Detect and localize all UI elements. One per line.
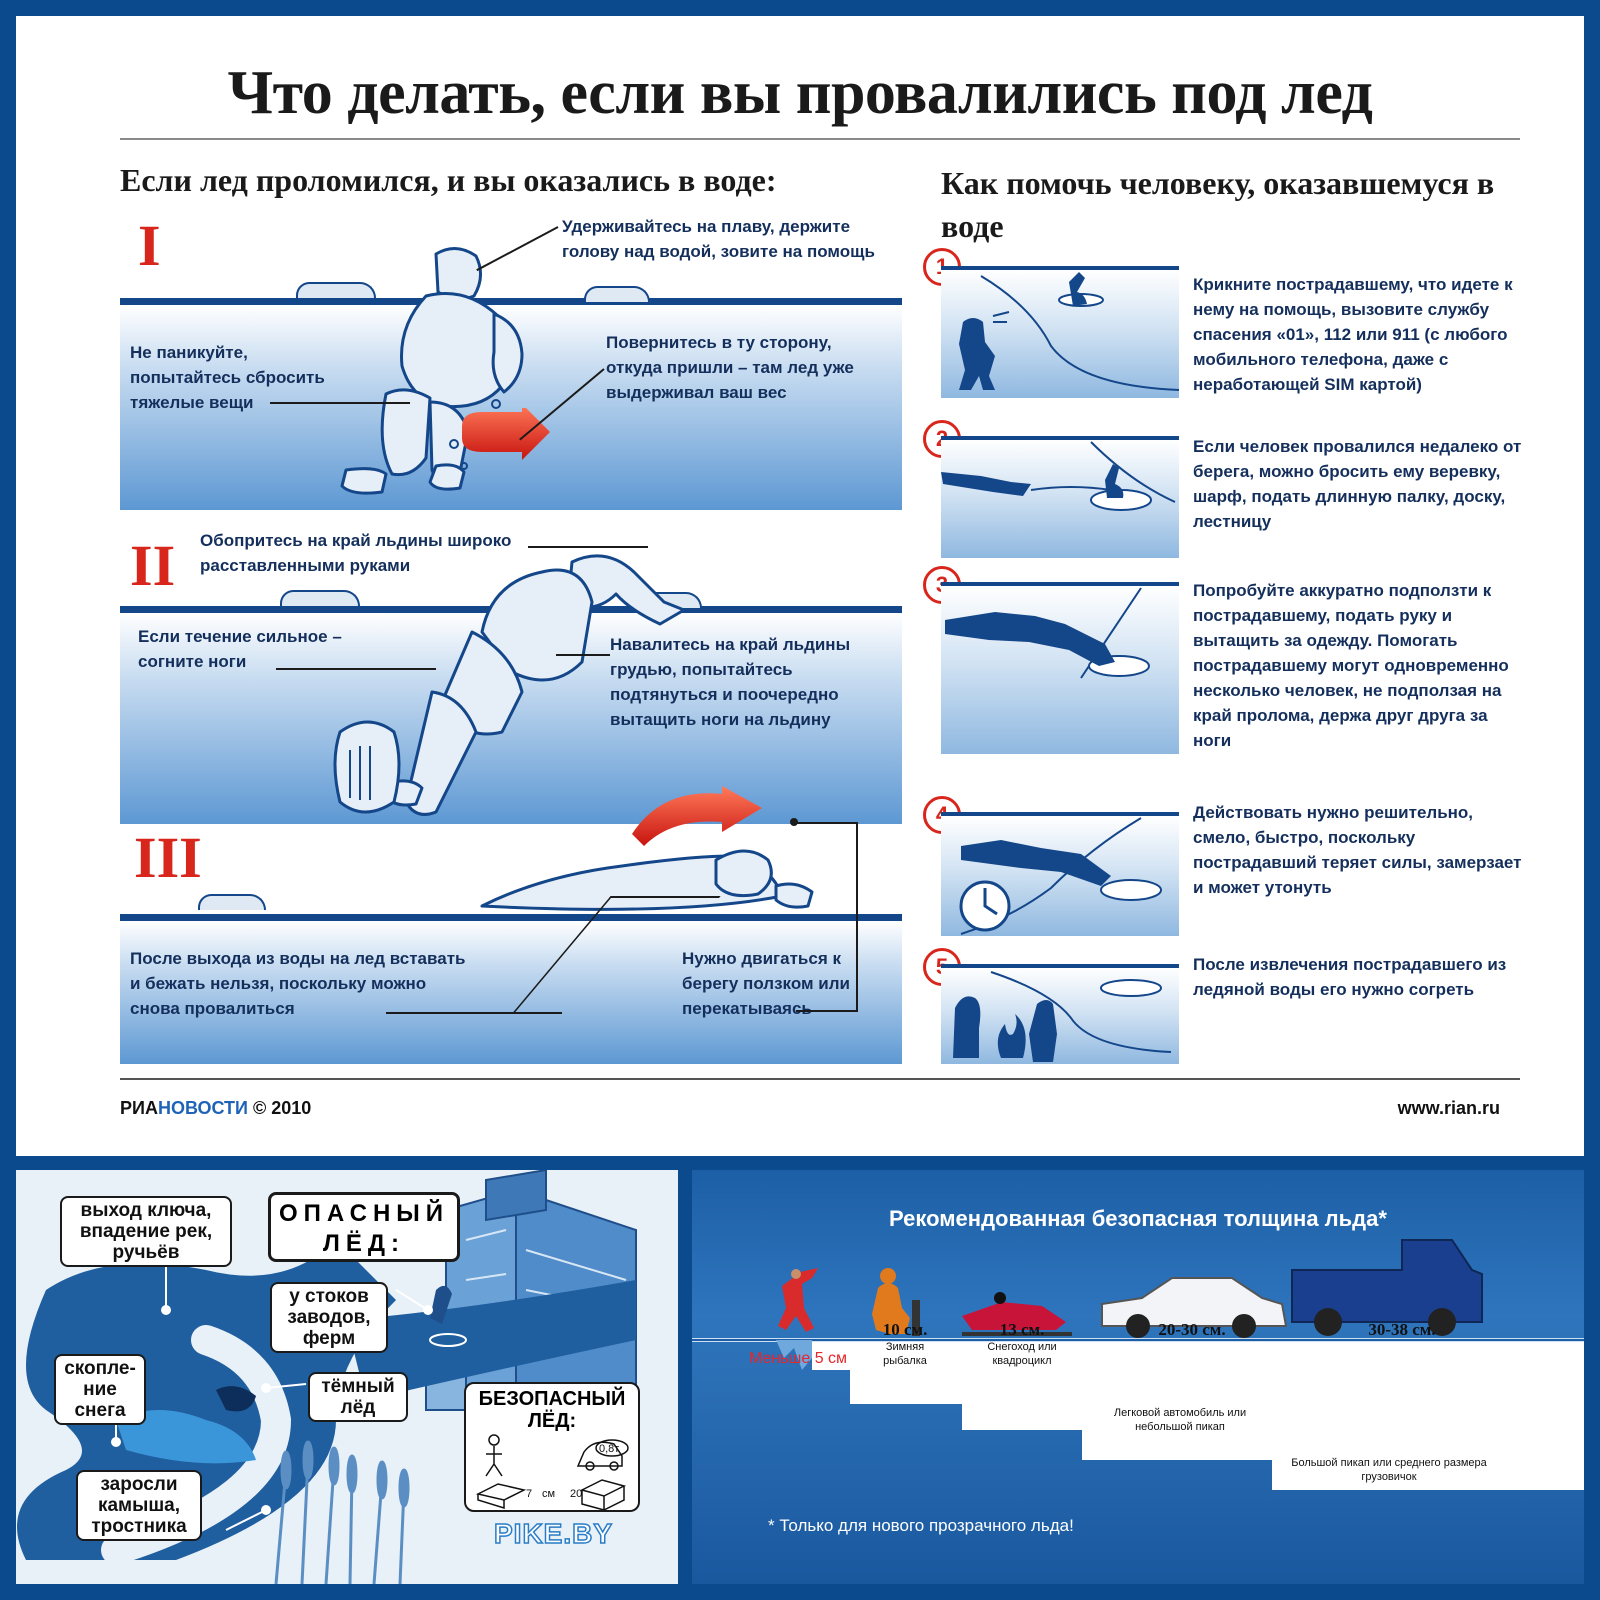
danger-ice-map: ОПАСНЫЙ ЛЁД: выход ключа, впадение рек, … bbox=[16, 1170, 678, 1584]
level-3-value-wrap: 20-30 см. bbox=[1102, 1320, 1282, 1340]
safe-person-thickness: 7 bbox=[526, 1488, 533, 1500]
warming-icon bbox=[953, 971, 1172, 1062]
danger-item-dark-ice: тёмный лёд bbox=[308, 1372, 408, 1422]
step-2-illustration bbox=[941, 436, 1179, 558]
footer-divider bbox=[120, 1078, 1520, 1080]
brand-part-1: РИА bbox=[120, 1098, 158, 1118]
danger-title-line-2: ЛЁД: bbox=[323, 1230, 405, 1257]
step-3-illustration bbox=[941, 582, 1179, 754]
swimmer-figure-icon bbox=[340, 247, 524, 495]
stage-3-water bbox=[120, 914, 902, 1064]
fisherman-icon bbox=[872, 1268, 920, 1336]
safe-unit: см bbox=[542, 1488, 556, 1500]
fast-rescue-icon bbox=[959, 817, 1162, 935]
level-2-value: 13 см. bbox=[999, 1320, 1045, 1339]
danger-item-snow: скопле- ние снега bbox=[54, 1354, 146, 1425]
step-5-illustration bbox=[941, 964, 1179, 1064]
safe-car-thickness: 20 bbox=[570, 1488, 583, 1500]
level-1-label: 10 см. Зимняя рыбалка bbox=[850, 1320, 960, 1368]
ice-floe bbox=[198, 894, 266, 910]
danger-item-factories: у стоков заводов, ферм bbox=[270, 1282, 388, 1353]
danger-title-line-1: ОПАСНЫЙ bbox=[278, 1200, 450, 1227]
step-1-text: Крикните пострадавшему, что идете к нему… bbox=[1193, 275, 1513, 394]
car-icon bbox=[1101, 1277, 1288, 1338]
site-url: www.rian.ru bbox=[1397, 1098, 1500, 1118]
safe-ice-icons bbox=[475, 1434, 629, 1510]
level-0-label: Меньше 5 см bbox=[748, 1350, 848, 1368]
leader-dot bbox=[790, 818, 798, 826]
stage-2-numeral: II bbox=[130, 533, 176, 598]
right-heading: Как помочь человеку, оказавшемуся в воде bbox=[941, 165, 1495, 244]
stage-2-caption-3: Навалитесь на край льдины грудью, попыта… bbox=[610, 635, 851, 729]
leader-line bbox=[556, 654, 610, 656]
page-title: Что делать, если вы провалились под лед bbox=[227, 59, 1373, 127]
step-3-text: Попробуйте аккуратно подползти к пострад… bbox=[1193, 581, 1509, 750]
safe-ice-box: БЕЗОПАСНЫЙ ЛЁД: 7 см 20 0,8т bbox=[464, 1382, 640, 1512]
thickness-title: Рекомендованная безопасная толщина льда* bbox=[889, 1206, 1387, 1231]
crawling-figure-icon bbox=[480, 849, 814, 911]
person-falling-icon bbox=[778, 1268, 818, 1332]
stage-1-caption-3: Повернитесь в ту сторону, откуда пришли … bbox=[606, 333, 854, 402]
step-1-illustration bbox=[941, 266, 1180, 398]
chain-rescue-icon bbox=[945, 587, 1150, 679]
danger-item-springs: выход ключа, впадение рек, ручьёв bbox=[60, 1196, 232, 1267]
level-4-value-wrap: 30-38 см. bbox=[1312, 1320, 1492, 1340]
level-1-value: 10 см. bbox=[882, 1320, 928, 1339]
level-4-desc-wrap: Большой пикап или среднего размера грузо… bbox=[1284, 1456, 1494, 1484]
step-4-illustration bbox=[941, 812, 1179, 936]
stage-2-caption-1: Обопритесь на край льдины широко расстав… bbox=[200, 531, 512, 575]
ice-thickness-panel: Рекомендованная безопасная толщина льда* bbox=[692, 1170, 1584, 1584]
level-4-value: 30-38 см. bbox=[1368, 1320, 1436, 1339]
thickness-stairs bbox=[692, 1239, 1584, 1490]
thickness-footnote: * Только для нового прозрачного льда! bbox=[768, 1516, 1074, 1535]
leader-line bbox=[386, 1012, 562, 1014]
safe-title-line-1: БЕЗОПАСНЫЙ bbox=[478, 1388, 626, 1410]
level-0-value: Меньше 5 см bbox=[748, 1350, 848, 1367]
level-3-desc: Легковой автомобиль или небольшой пикап bbox=[1113, 1407, 1247, 1433]
turn-arrow-icon bbox=[462, 408, 550, 460]
stage-3-caption-1: После выхода из воды на лед вставать и б… bbox=[130, 949, 466, 1018]
stage-1-caption-2: Не паникуйте, попытайтесь сбросить тяжел… bbox=[130, 343, 325, 412]
danger-item-reeds: заросли камыша, тростника bbox=[76, 1470, 202, 1541]
step-5-text: После извлечения пострадавшего из ледяно… bbox=[1193, 955, 1507, 999]
level-3-value: 20-30 см. bbox=[1158, 1320, 1226, 1339]
leader-line bbox=[796, 822, 858, 1012]
stage-3-caption-2: Нужно двигаться к берегу ползком или пер… bbox=[682, 949, 850, 1018]
stage-2-caption-2: Если течение сильное – согните ноги bbox=[138, 627, 342, 671]
ice-floe bbox=[584, 286, 650, 302]
level-2-desc: Снегоход или квадроцикл bbox=[987, 1341, 1057, 1367]
safe-car-weight: 0,8т bbox=[599, 1443, 620, 1455]
level-3-desc-wrap: Легковой автомобиль или небольшой пикап bbox=[1088, 1406, 1272, 1434]
brand-part-2: НОВОСТИ bbox=[157, 1098, 248, 1118]
title-divider bbox=[120, 138, 1520, 140]
level-4-desc: Большой пикап или среднего размера грузо… bbox=[1291, 1457, 1487, 1483]
stage-1-numeral: I bbox=[138, 213, 161, 278]
brand-logo: РИАНОВОСТИ © 2010 bbox=[120, 1098, 311, 1119]
stage-1-caption-1: Удерживайтесь на плаву, держите голову н… bbox=[562, 217, 875, 261]
pickup-truck-icon bbox=[1291, 1239, 1483, 1336]
leader-line bbox=[276, 668, 436, 670]
safe-ice-title: БЕЗОПАСНЫЙ ЛЁД: bbox=[466, 1388, 638, 1432]
step-4-text: Действовать нужно решительно, смело, быс… bbox=[1193, 803, 1522, 897]
safety-poster: Что делать, если вы провалились под лед … bbox=[16, 16, 1584, 1156]
roll-arrow-icon bbox=[632, 786, 762, 846]
climbing-figure-icon bbox=[333, 554, 686, 816]
copyright: © 2010 bbox=[253, 1098, 312, 1118]
leader-line bbox=[270, 402, 410, 404]
stage-3-numeral: III bbox=[134, 825, 202, 890]
left-heading: Если лед проломился, и вы оказались в во… bbox=[120, 162, 777, 198]
level-2-label: 13 см. Снегоход или квадроцикл bbox=[962, 1320, 1082, 1368]
safe-title-line-2: ЛЁД: bbox=[527, 1410, 577, 1432]
rope-rescue-icon bbox=[941, 441, 1176, 511]
snowmobile-icon bbox=[962, 1292, 1072, 1336]
level-1-desc: Зимняя рыбалка bbox=[883, 1341, 927, 1367]
pike-logo: PIKE.BY bbox=[493, 1517, 614, 1550]
leader-line bbox=[528, 546, 648, 548]
danger-ice-title: ОПАСНЫЙ ЛЁД: bbox=[268, 1192, 460, 1262]
rescuer-calling-icon bbox=[959, 272, 1180, 391]
step-2-text: Если человек провалился недалеко от бере… bbox=[1193, 437, 1522, 531]
